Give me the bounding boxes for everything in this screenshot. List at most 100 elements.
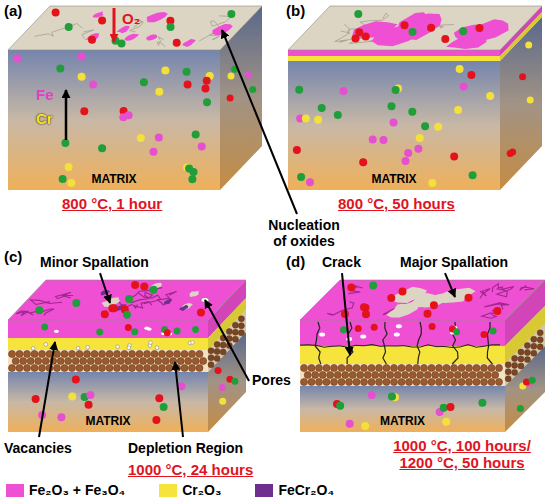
depletion-particle: [132, 358, 139, 365]
atom-dot: [125, 111, 133, 119]
atom-dot: [402, 157, 410, 165]
depletion-particle: [80, 358, 87, 365]
depletion-particle: [54, 365, 61, 372]
atom-dot: [336, 402, 344, 410]
atom-dot: [101, 310, 109, 318]
depletion-particle: [398, 379, 405, 386]
depletion-particle: [488, 379, 495, 386]
depletion-particle: [428, 379, 435, 386]
depletion-particle: [54, 351, 61, 358]
oxide-nucleus: [146, 34, 157, 40]
depletion-particle: [84, 365, 91, 372]
depletion-particle: [413, 365, 420, 372]
atom-dot: [155, 133, 163, 141]
depletion-particle: [9, 365, 16, 372]
oxide-island: [446, 33, 487, 49]
atom-dot: [368, 391, 376, 399]
surface: [288, 6, 542, 50]
atom-dot: [52, 9, 60, 17]
depletion-particle: [496, 365, 503, 372]
oxide-crack: [417, 322, 421, 364]
condition-caption: 800 °C, 1 hour: [62, 195, 162, 212]
surface-crack: [520, 285, 534, 290]
atom-dot: [202, 85, 210, 93]
depletion-particle: [316, 379, 323, 386]
depletion-particle: [447, 372, 454, 379]
depletion-particle: [353, 365, 360, 372]
depletion-particle: [323, 379, 330, 386]
depletion-particle: [481, 379, 488, 386]
atom-dot: [123, 311, 131, 319]
atom-dot: [150, 148, 158, 156]
depletion-particle: [436, 379, 443, 386]
matrix-label: MATRIX: [91, 172, 136, 186]
depletion-particle: [177, 358, 184, 365]
atom-dot: [192, 131, 200, 139]
depletion-particle: [95, 358, 102, 365]
depletion-particle: [304, 372, 311, 379]
depletion-particle: [342, 372, 349, 379]
depletion-particle: [391, 379, 398, 386]
atom-dot: [340, 326, 347, 333]
depletion-particle: [301, 379, 308, 386]
pore: [360, 335, 366, 339]
depletion-particle: [61, 365, 68, 372]
depletion-particle: [301, 365, 308, 372]
atom-dot: [390, 118, 398, 126]
callout-label: Depletion Region: [128, 440, 243, 456]
depletion-particle: [372, 372, 379, 379]
depletion-particle: [383, 365, 390, 372]
atom-dot: [490, 328, 497, 335]
oxide-layer: [288, 56, 500, 61]
spalled-area: [189, 291, 199, 297]
atom-dot: [231, 378, 238, 385]
oxide-nucleus: [182, 39, 195, 47]
depletion-particle: [496, 379, 503, 386]
depletion-particle: [136, 351, 143, 358]
atom-dot: [421, 122, 429, 130]
legend-item: FeCr₂O₄: [255, 482, 334, 498]
depletion-particle: [436, 365, 443, 372]
atom-dot: [203, 98, 211, 106]
surface-crack: [327, 302, 354, 316]
atom-dot: [215, 367, 222, 374]
matrix-front: [300, 386, 505, 432]
depletion-particle: [84, 351, 91, 358]
atom-dot: [456, 65, 464, 73]
depletion-particle: [69, 365, 76, 372]
leader-arrow: [342, 273, 350, 355]
depletion-particle: [409, 372, 416, 379]
depletion-particle: [443, 365, 450, 372]
depletion-particle: [192, 358, 199, 365]
oxide-crack: [383, 322, 387, 364]
depletion-particle: [91, 365, 98, 372]
atom-dot: [131, 281, 139, 289]
depletion-particle: [20, 358, 27, 365]
depletion-particle: [91, 351, 98, 358]
depletion-particle: [488, 365, 495, 372]
depletion-particle: [72, 358, 79, 365]
depletion-particle: [376, 365, 383, 372]
atom-dot: [184, 81, 192, 89]
leader-arrow: [175, 362, 183, 437]
oxide-island: [352, 21, 397, 38]
depletion-particle: [144, 365, 151, 372]
depletion-particle: [462, 372, 469, 379]
legend-swatch: [6, 484, 24, 497]
atom-dot: [476, 24, 484, 32]
element-label: Fe: [36, 86, 54, 103]
legend-text: Fe₂O₃ + Fe₃O₄: [29, 482, 125, 498]
depletion-particle: [421, 365, 428, 372]
depletion-particle: [155, 358, 162, 365]
atom-dot: [493, 307, 501, 315]
depletion-particle: [443, 379, 450, 386]
condition-caption: 800 °C, 50 hours: [338, 195, 455, 212]
surface-crack: [492, 284, 502, 292]
depletion-particle: [159, 351, 166, 358]
vacancy: [76, 346, 80, 350]
atom-dot: [188, 175, 196, 183]
depletion-particle: [136, 365, 143, 372]
atom-dot: [131, 328, 138, 335]
spinel-patch: [163, 299, 172, 305]
surface-crack: [480, 289, 490, 299]
